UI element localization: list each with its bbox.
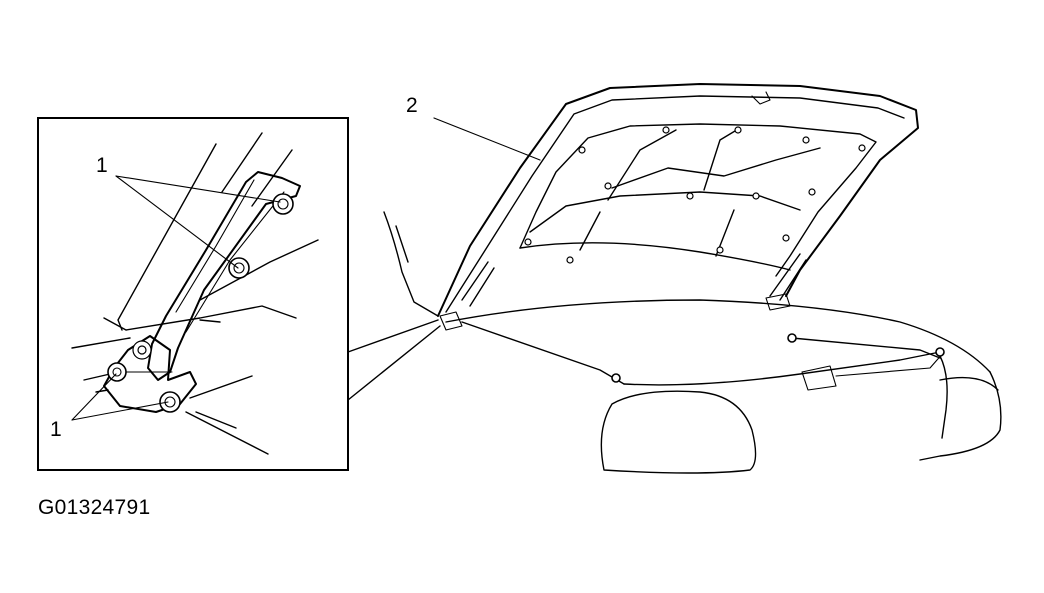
vehicle-open-hood: 2: [383, 83, 1002, 474]
nut-icon: [272, 193, 294, 215]
hinge-arm: [147, 171, 301, 381]
callout-2-hood: 2: [406, 94, 418, 117]
callout-1-lower: 1: [50, 418, 62, 441]
detail-pointer: [347, 319, 441, 401]
nut-icon: [159, 391, 181, 413]
callout-1-upper: 1: [96, 154, 108, 177]
hinge-base: [103, 335, 197, 413]
figure-id: G01324791: [38, 496, 151, 519]
inset-frame: [37, 117, 349, 471]
nut-icon: [107, 362, 127, 382]
hinge-detail-inset: 1 1: [37, 117, 349, 471]
nut-icon: [228, 257, 250, 279]
right-headlamp: [939, 376, 999, 391]
left-headlamp: [600, 390, 757, 474]
hood-panel: [437, 83, 919, 317]
